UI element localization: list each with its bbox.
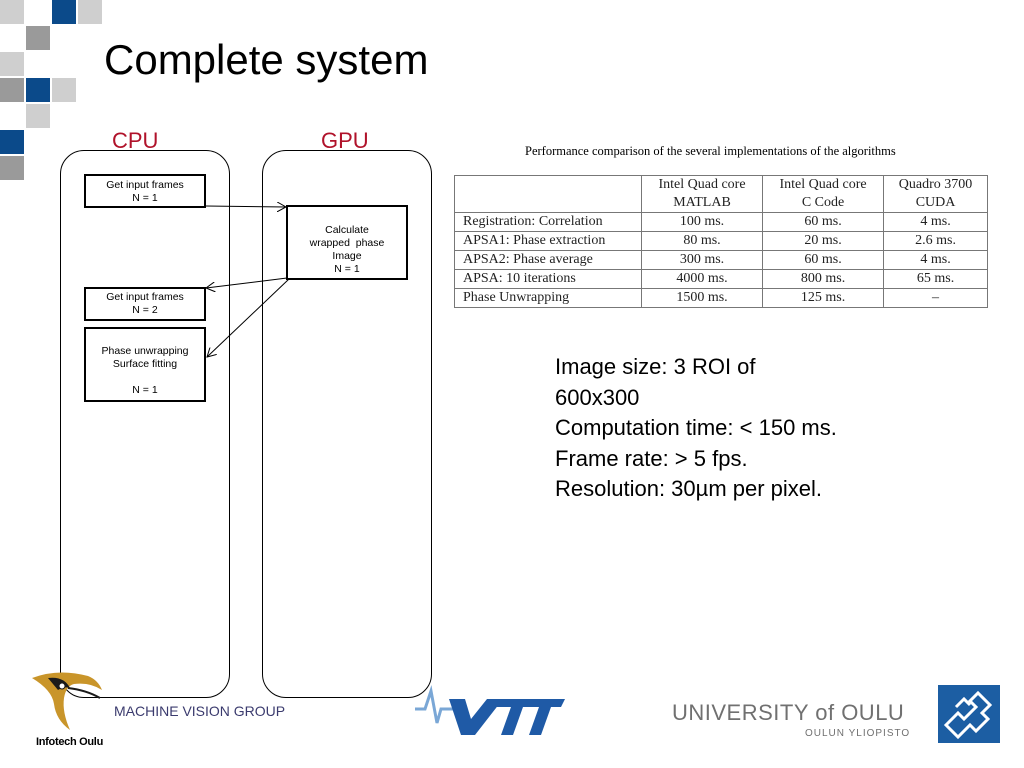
box-line: Calculate	[325, 224, 369, 236]
arrow-frames-to-gpu	[205, 206, 286, 207]
gpu-lane	[262, 150, 432, 698]
table-cell: 800 ms.	[762, 269, 885, 289]
table-cell: 4000 ms.	[640, 269, 764, 289]
spec-line: Frame rate: > 5 fps.	[555, 445, 748, 471]
box-line: N = 1	[132, 384, 158, 396]
box-line: N = 1	[334, 263, 360, 275]
table-row: Phase Unwrapping 1500 ms. 125 ms. –	[454, 288, 988, 308]
table-cell: Registration: Correlation	[454, 212, 642, 232]
table-caption: Performance comparison of the several im…	[525, 144, 896, 158]
table-cell: 2.6 ms.	[883, 231, 988, 251]
table-cell: 80 ms.	[640, 231, 764, 251]
cpu-label: CPU	[112, 128, 159, 153]
table-row: APSA1: Phase extraction 80 ms. 20 ms. 2.…	[454, 231, 988, 251]
spec-line: 600x300	[555, 384, 640, 410]
table-cell: 4 ms.	[883, 250, 988, 270]
box-line: Get input frames	[106, 291, 184, 303]
table-cell: 100 ms.	[640, 212, 764, 232]
spec-line: Resolution: 30µm per pixel.	[555, 476, 823, 501]
machine-vision-group-label: MACHINE VISION GROUP	[114, 703, 286, 719]
table-cell: –	[883, 288, 988, 308]
slide-title: Complete system	[104, 36, 429, 83]
box-line: Get input frames	[106, 179, 184, 191]
vtt-logo-icon	[415, 685, 565, 735]
table-row: APSA2: Phase average 300 ms. 60 ms. 4 ms…	[454, 250, 988, 270]
table-cell: 60 ms.	[762, 212, 885, 232]
table-cell: 4 ms.	[883, 212, 988, 232]
table-cell: APSA2: Phase average	[454, 250, 642, 270]
table-cell: APSA1: Phase extraction	[454, 231, 642, 251]
box-line: Phase unwrapping	[101, 345, 189, 357]
arrow-gpu-to-unwrap	[207, 278, 290, 357]
table-cell: 300 ms.	[640, 250, 764, 270]
spec-line: Computation time: < 150 ms.	[555, 415, 837, 440]
table-cell: 65 ms.	[883, 269, 988, 289]
get-input-frames-2-box: Get input frames N = 2	[84, 287, 206, 321]
cpu-lane	[60, 150, 230, 698]
calculate-wrapped-phase-box: Calculate wrapped phase Image N = 1	[286, 205, 408, 280]
table-row: Registration: Correlation 100 ms. 60 ms.…	[454, 212, 988, 232]
box-line	[86, 371, 204, 384]
get-input-frames-1-box: Get input frames N = 1	[84, 174, 206, 208]
phase-unwrapping-box: Phase unwrapping Surface fitting N = 1	[84, 327, 206, 402]
table-cell: 1500 ms.	[640, 288, 764, 308]
university-subtitle: OULUN YLIOPISTO	[805, 728, 911, 739]
box-line: N = 1	[132, 192, 158, 204]
oulu-crest-icon	[938, 685, 1000, 743]
table-cell: 125 ms.	[762, 288, 885, 308]
table-cell: 20 ms.	[762, 231, 885, 251]
box-line: Image	[332, 250, 362, 262]
arrow-gpu-to-frames2	[206, 277, 288, 288]
box-line: N = 2	[132, 304, 158, 316]
box-line: Surface fitting	[112, 358, 178, 370]
spec-line: Image size: 3 ROI of	[555, 354, 756, 379]
gpu-label: GPU	[321, 128, 369, 153]
table-cell: 60 ms.	[762, 250, 885, 270]
box-line: wrapped phase	[309, 237, 385, 249]
infotech-label: Infotech Oulu	[36, 736, 103, 748]
university-name: UNIVERSITY of OULU	[672, 700, 905, 725]
table-header-cell	[454, 175, 642, 213]
table-cell: APSA: 10 iterations	[454, 269, 642, 289]
table-row: APSA: 10 iterations 4000 ms. 800 ms. 65 …	[454, 269, 988, 289]
infotech-logo-icon	[32, 672, 102, 730]
specs-text: Image size: 3 ROI of 600x300 Computation…	[555, 352, 837, 505]
table-cell: Phase Unwrapping	[454, 288, 642, 308]
